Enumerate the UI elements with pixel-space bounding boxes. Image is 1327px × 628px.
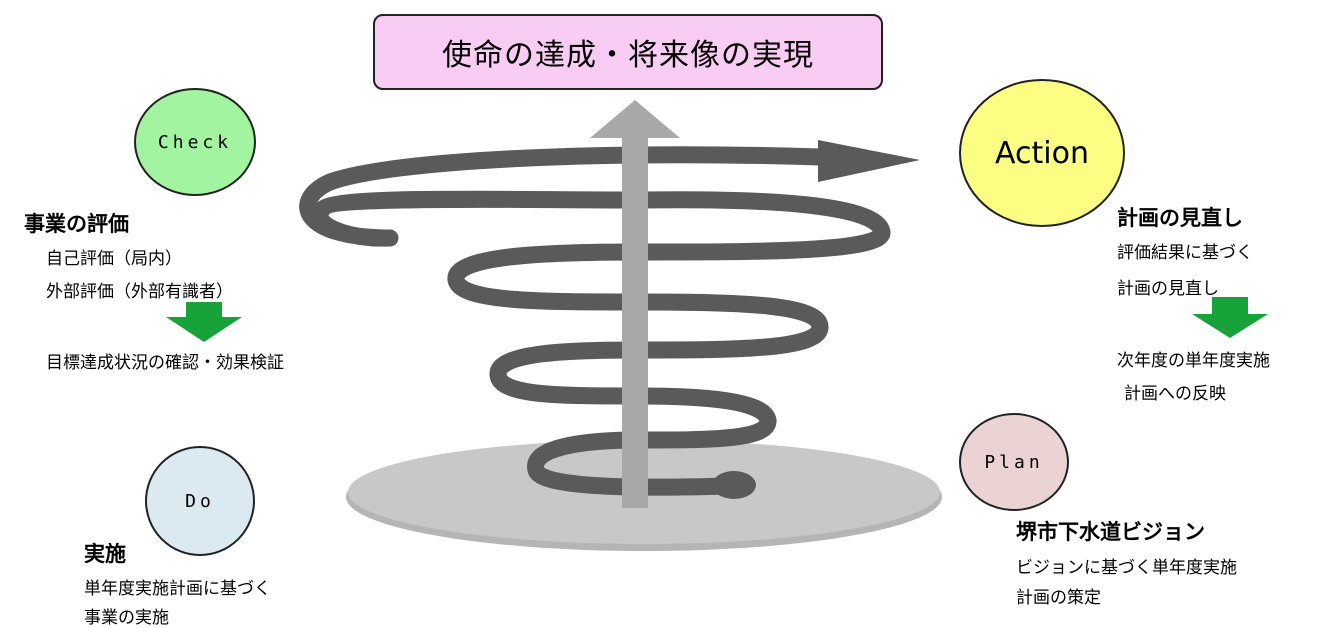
plan-circle: Plan <box>959 413 1069 511</box>
action-line-1: 評価結果に基づく <box>1117 243 1253 263</box>
do-heading: 実施 <box>84 542 126 566</box>
check-result: 目標達成状況の確認・効果検証 <box>46 353 284 373</box>
check-heading: 事業の評価 <box>24 212 129 236</box>
action-heading: 計画の見直し <box>1117 206 1243 230</box>
action-label: Action <box>995 135 1089 171</box>
plan-line-2: 計画の策定 <box>1016 588 1101 608</box>
page-title: 使命の達成・将来像の実現 <box>373 14 883 90</box>
do-label: Do <box>185 490 215 512</box>
do-line-1: 単年度実施計画に基づく <box>84 579 271 599</box>
check-circle: Check <box>134 88 256 196</box>
spiral-line <box>299 146 891 496</box>
plan-line-1: ビジョンに基づく単年度実施 <box>1016 558 1237 578</box>
action-circle: Action <box>959 79 1125 227</box>
check-line-2: 外部評価（外部有識者） <box>46 282 233 302</box>
do-line-2: 事業の実施 <box>84 608 169 628</box>
plan-heading: 堺市下水道ビジョン <box>1016 520 1205 544</box>
check-line-1: 自己評価（局内） <box>46 249 182 269</box>
check-label: Check <box>157 131 233 153</box>
action-down-arrow <box>1192 297 1268 338</box>
check-down-arrow <box>166 302 242 342</box>
do-circle: Do <box>145 446 255 556</box>
action-result-1: 次年度の単年度実施 <box>1117 351 1270 371</box>
action-result-2: 計画への反映 <box>1124 384 1226 404</box>
action-line-2: 計画の見直し <box>1117 279 1219 299</box>
plan-label: Plan <box>984 451 1044 473</box>
spiral-arrowhead <box>818 140 920 182</box>
spiral-start-knob <box>712 471 756 499</box>
center-arrow-shaft <box>622 136 648 508</box>
center-arrow-head <box>590 100 680 138</box>
